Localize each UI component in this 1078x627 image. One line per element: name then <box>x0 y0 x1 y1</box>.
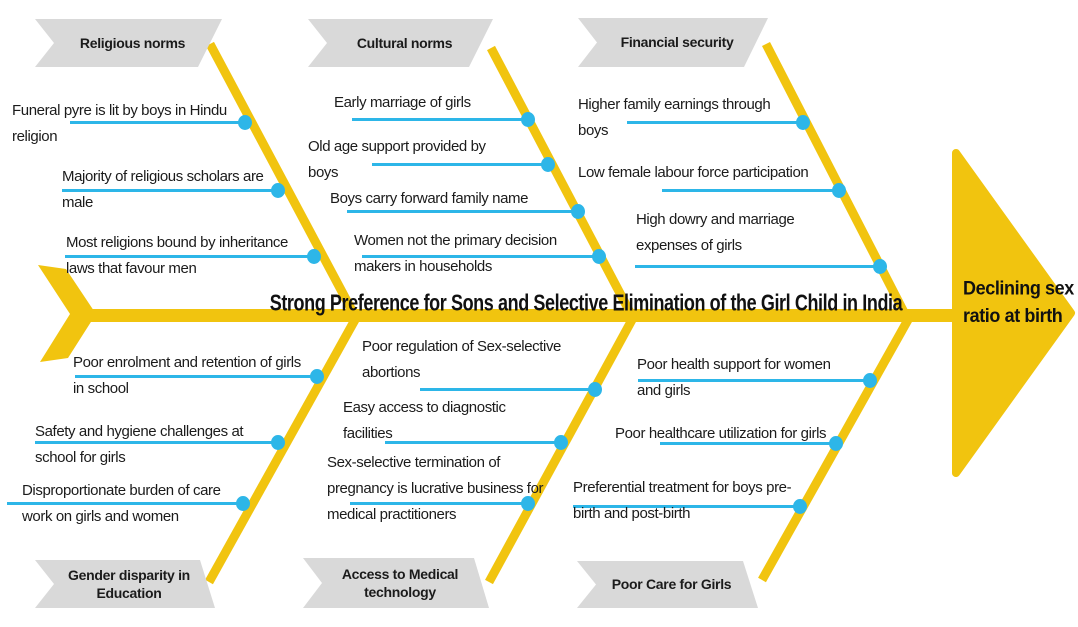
cause-text: Boys carry forward family name <box>330 190 529 207</box>
effect-label: Declining sex ratio at birth <box>963 276 1074 327</box>
category-banner-religious-norms: Religious norms <box>35 19 222 67</box>
cause-text: Early marriage of girls <box>334 94 471 111</box>
cause-text: Disproportionate burden of care work on … <box>22 482 221 525</box>
category-label: Financial security <box>620 34 734 51</box>
category-banner-gender-disparity-education: Gender disparity in Education <box>35 560 215 608</box>
cause-connector <box>70 115 252 130</box>
category-banner-access-medical-technology: Access to Medical technology <box>303 558 489 608</box>
spine-line <box>86 309 958 322</box>
cause-text: Easy access to diagnostic facilities <box>343 399 506 442</box>
cause-text: Poor regulation of Sex-selective abortio… <box>362 338 561 381</box>
category-label: Access to Medical technology <box>341 565 459 600</box>
cause-text: Safety and hygiene challenges at school … <box>35 423 244 466</box>
cause-connector <box>62 183 285 198</box>
category-banner-poor-care-for-girls: Poor Care for Girls <box>577 561 758 608</box>
branch-line-bottom-left <box>205 315 360 585</box>
cause-connector <box>7 496 250 511</box>
cause-text: Women not the primary decision makers in… <box>354 232 557 275</box>
cause-connector <box>662 183 846 198</box>
cause-text: Poor health support for women and girls <box>637 356 831 399</box>
cause-connector <box>75 369 324 384</box>
tail-chevron-icon <box>38 265 96 362</box>
category-banner-financial-security: Financial security <box>578 18 768 67</box>
problem-statement: Strong Preference for Sons and Selective… <box>269 289 903 316</box>
cause-text: Low female labour force participation <box>578 164 809 181</box>
category-label: Cultural norms <box>356 34 453 51</box>
cause-connector <box>638 373 877 388</box>
branch-line-bottom-middle <box>485 315 637 585</box>
cause-connector <box>660 436 843 451</box>
cause-text: Poor enrolment and retention of girls in… <box>73 354 301 397</box>
cause-text: Preferential treatment for boys pre-birt… <box>573 479 792 522</box>
cause-text: Old age support provided by boys <box>308 138 486 181</box>
cause-connector <box>385 435 568 450</box>
cause-connector <box>372 157 555 172</box>
cause-connector <box>352 112 535 127</box>
cause-text: Funeral pyre is lit by boys in Hindu rel… <box>12 102 227 145</box>
cause-connector <box>350 496 535 511</box>
cause-connector <box>573 499 807 514</box>
cause-text: Most religions bound by inheritance laws… <box>66 234 288 277</box>
cause-connector <box>347 204 585 219</box>
cause-connector <box>362 249 606 264</box>
category-label: Gender disparity in Education <box>68 566 190 601</box>
cause-text: Sex-selective termination of pregnancy i… <box>327 454 544 523</box>
category-label: Religious norms <box>79 34 186 51</box>
cause-connector <box>35 435 285 450</box>
cause-connector <box>635 259 887 274</box>
branch-line-top-middle <box>487 45 637 321</box>
cause-text: High dowry and marriage expenses of girl… <box>636 211 795 254</box>
effect-arrow-icon <box>952 149 1075 477</box>
cause-text: Higher family earnings through boys <box>578 96 771 139</box>
cause-text: Majority of religious scholars are male <box>62 168 264 211</box>
branch-line-top-left <box>206 41 360 321</box>
branch-line-top-right <box>761 41 913 323</box>
cause-connector <box>627 115 810 130</box>
cause-connector <box>65 249 321 264</box>
category-label: Poor Care for Girls <box>611 576 732 593</box>
cause-text: Poor healthcare utilization for girls <box>615 425 827 442</box>
cause-connector <box>420 382 602 397</box>
category-banner-cultural-norms: Cultural norms <box>308 19 493 67</box>
